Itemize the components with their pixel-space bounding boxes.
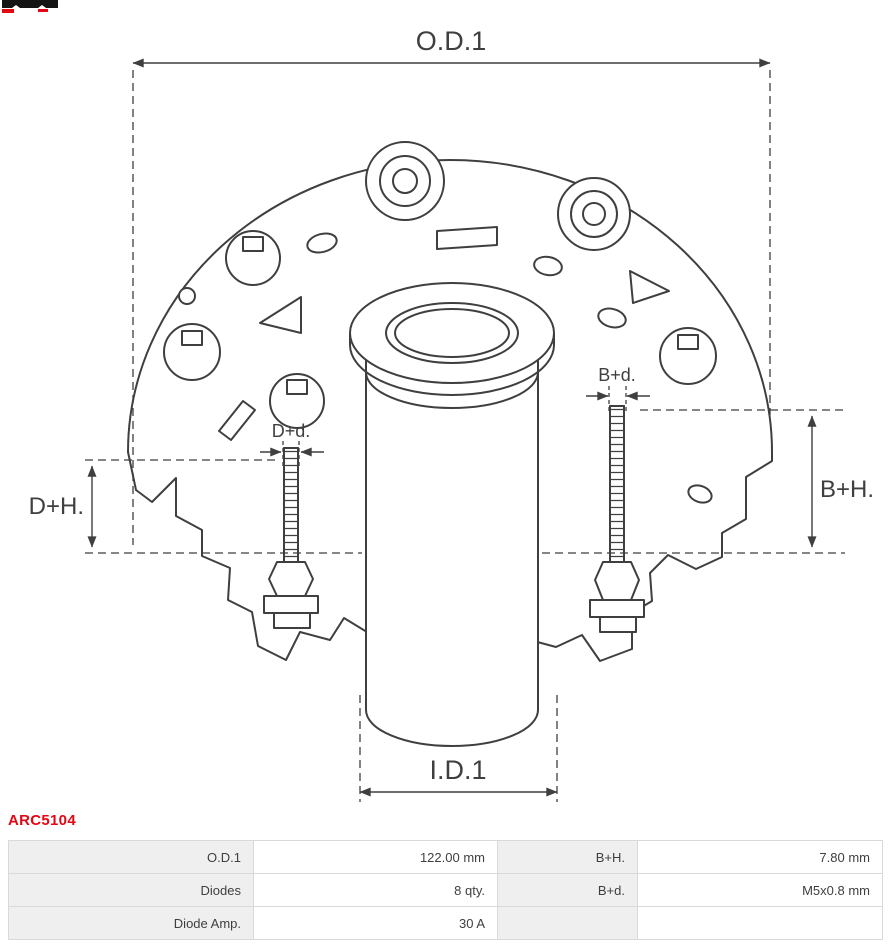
spec-label: B+H. xyxy=(497,840,638,874)
terminal-boss-right xyxy=(557,177,631,251)
brand-logo-black-part xyxy=(2,0,58,8)
spec-value: 122.00 mm xyxy=(253,840,498,874)
dim-label-dh: D+H. xyxy=(29,493,84,520)
spec-value: 30 A xyxy=(253,906,498,940)
mount-stud-right xyxy=(589,405,645,633)
vent-hole xyxy=(687,484,713,504)
spec-table: O.D.1 122.00 mm B+H. 7.80 mm Diodes 8 qt… xyxy=(8,840,883,940)
dimension-lines xyxy=(87,58,817,797)
diode-rivet xyxy=(659,327,717,385)
pin-hole xyxy=(178,287,196,305)
mount-stud-left xyxy=(263,447,319,629)
arrow-mark-left xyxy=(259,296,302,334)
dim-label-od1: O.D.1 xyxy=(416,26,487,56)
spec-label: Diode Amp. xyxy=(8,906,254,940)
dimensions xyxy=(85,58,848,802)
vent-hole xyxy=(306,232,338,254)
rectifier-body xyxy=(127,141,773,747)
part-number: ARC5104 xyxy=(8,812,76,829)
vent-hole xyxy=(597,307,627,329)
spec-label: Diodes xyxy=(8,873,254,907)
spec-value xyxy=(637,906,883,940)
dim-label-dd: D+d. xyxy=(272,421,311,441)
dim-label-id1: I.D.1 xyxy=(429,755,486,785)
diode-rivet xyxy=(269,373,325,429)
dim-label-bh: B+H. xyxy=(820,476,874,503)
dimension-labels: O.D.1 I.D.1 D+H. B+H. D+d. B+d. xyxy=(29,26,874,785)
spec-value: 7.80 mm xyxy=(637,840,883,874)
spec-row: Diode Amp. 30 A xyxy=(8,906,883,940)
spec-value: M5x0.8 mm xyxy=(637,873,883,907)
spec-row: Diodes 8 qty. B+d. M5x0.8 mm xyxy=(8,873,883,907)
spec-label: B+d. xyxy=(497,873,638,907)
spec-label: O.D.1 xyxy=(8,840,254,874)
arrow-mark-right xyxy=(629,270,670,304)
spec-value: 8 qty. xyxy=(253,873,498,907)
technical-drawing: O.D.1 I.D.1 D+H. B+H. D+d. B+d. xyxy=(29,26,874,802)
vent-hole xyxy=(533,255,563,277)
brand-logo-red-part xyxy=(2,9,14,13)
slot-hole-rotated xyxy=(218,400,256,441)
dim-label-bd: B+d. xyxy=(598,365,636,385)
slot-hole xyxy=(436,226,498,250)
bore-cylinder xyxy=(349,282,555,747)
brand-logo-fragment xyxy=(2,0,58,13)
diode-rivet xyxy=(163,323,221,381)
extension-lines xyxy=(85,70,848,802)
spec-label xyxy=(497,906,638,940)
spec-row: O.D.1 122.00 mm B+H. 7.80 mm xyxy=(8,840,883,874)
terminal-boss-left xyxy=(365,141,445,221)
diode-rivet xyxy=(225,230,281,286)
stud-extension-lines xyxy=(282,386,627,467)
brand-logo-red-part xyxy=(38,9,48,12)
